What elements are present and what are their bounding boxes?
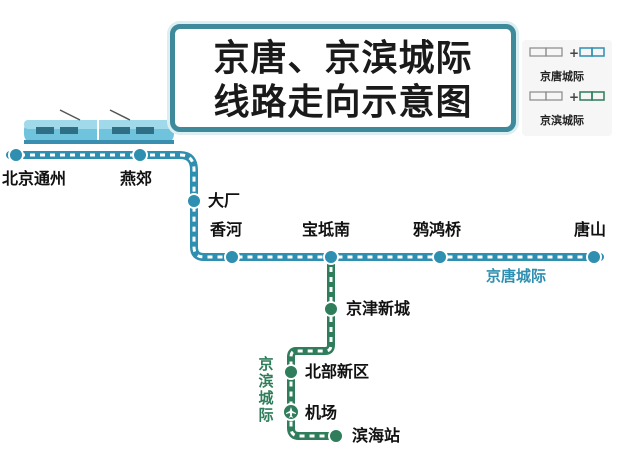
station-dot-yanjiao [132,147,148,163]
legend-swatch-jingtang: + [529,46,605,60]
legend-swatches: + + [529,46,605,104]
legend-label-jingtang: 京唐城际 [540,70,584,83]
title-line-1: 京唐、京滨城际 [213,38,473,79]
station-label-beibuxinqu: 北部新区 [305,362,370,381]
station-label-yanjiao: 燕郊 [120,169,153,188]
station-label-tangshan: 唐山 [574,220,607,239]
station-dots [8,147,602,444]
airplane-icon [282,403,300,421]
station-dot-beibuxinqu [283,364,299,380]
title-line-2: 线路走向示意图 [213,82,473,123]
legend-swatch-jingbin: + [529,90,605,104]
title-box: 京唐、京滨城际 线路走向示意图 [170,24,516,132]
station-label-jingjinxincheng: 京津新城 [346,299,411,318]
legend-label-jingbin: 京滨城际 [540,114,584,127]
train-icon [24,109,174,144]
station-label-yahongqiao: 鸦鸿桥 [413,220,462,239]
station-dot-jingjinxincheng [323,301,339,317]
jingtang-line-track [6,151,604,261]
svg-text:+: + [569,46,579,60]
station-label-beijingtongzhou: 北京通州 [2,169,67,188]
station-dot-binhaizhan [328,428,344,444]
line-label-jingbin: 京滨城际 [258,355,274,424]
jingtang-line-ties [10,153,600,259]
station-label-jichang: 机场 [305,403,338,422]
station-label-baodinan: 宝坻南 [302,220,351,239]
station-label-xianghe: 香河 [210,220,243,239]
station-dot-beijingtongzhou [8,147,24,163]
station-dot-xianghe [224,249,240,265]
jingbin-line-ties [289,257,336,438]
station-label-dachang: 大厂 [208,191,241,210]
station-dot-yahongqiao [432,249,448,265]
station-dot-tangshan [586,249,602,265]
legend: + + 京唐城际 京滨城际 [522,40,612,136]
line-label-jingtang: 京唐城际 [486,267,547,285]
station-label-binhaizhan: 滨海站 [352,426,401,445]
station-dot-baodinan [323,249,339,265]
station-dot-dachang [186,193,202,209]
svg-text:+: + [569,90,579,104]
